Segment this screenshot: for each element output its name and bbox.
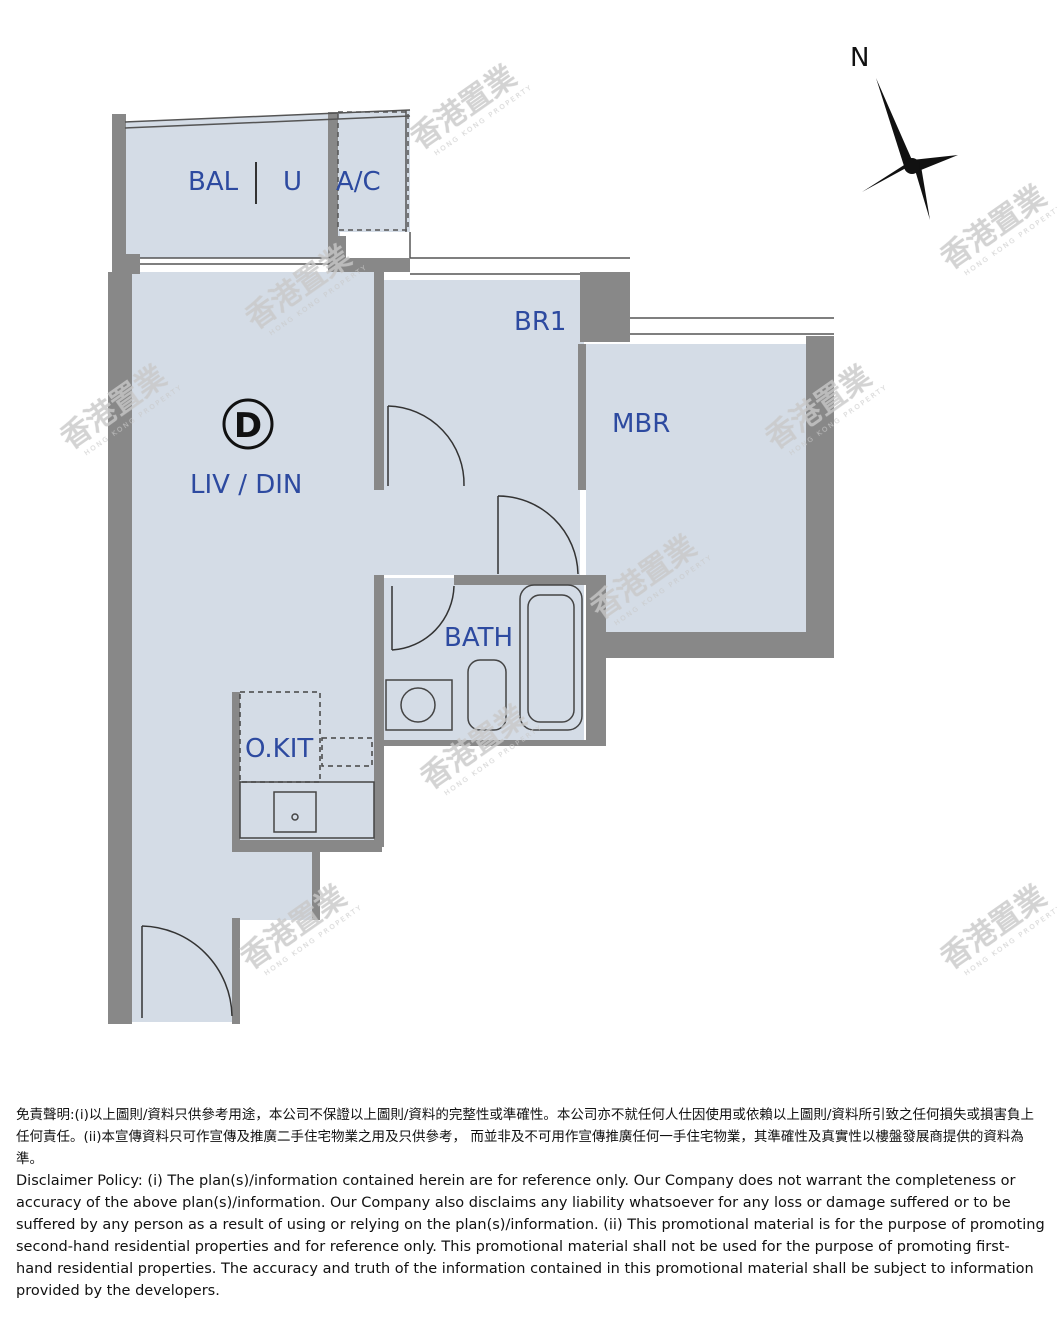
room-label-u: U <box>283 167 302 197</box>
window-lines <box>124 109 834 335</box>
disclaimer-chinese: 免責聲明:(i)以上圖則/資料只供參考用途，本公司不保證以上圖則/資料的完整性或… <box>16 1107 1034 1167</box>
mbr-area <box>586 344 808 632</box>
unit-letter: D <box>234 406 262 446</box>
stove <box>321 737 373 767</box>
ac-unit-outline <box>337 111 409 231</box>
fixtures <box>239 584 583 839</box>
room-label-okit: O.KIT <box>245 734 313 764</box>
hall-area <box>376 480 580 575</box>
room-label-ac: A/C <box>336 167 381 197</box>
washbasin <box>385 679 453 731</box>
room-label-liv-din: LIV / DIN <box>190 470 302 500</box>
north-label: N <box>850 43 869 73</box>
corridor-area <box>240 850 312 920</box>
room-label-bath: BATH <box>444 623 513 653</box>
room-label-br1: BR1 <box>514 307 566 337</box>
living-dining-area <box>132 272 376 740</box>
kitchen-area <box>240 692 374 842</box>
disclaimer: 免責聲明:(i)以上圖則/資料只供參考用途，本公司不保證以上圖則/資料的完整性或… <box>16 1104 1046 1302</box>
toilet <box>467 659 507 731</box>
north-arrow-icon: N <box>850 43 958 220</box>
bathtub <box>519 584 583 731</box>
balcony-area <box>125 110 410 258</box>
disclaimer-english: Disclaimer Policy: (i) The plan(s)/infor… <box>16 1173 1045 1299</box>
bath-area <box>384 578 584 740</box>
unit-letter-circle <box>222 398 274 450</box>
room-label-mbr: MBR <box>612 409 670 439</box>
room-label-bal: BAL <box>188 167 239 197</box>
room-fills <box>125 110 808 1022</box>
br1-area <box>384 280 584 485</box>
living-lower-area <box>132 692 240 1022</box>
kitchen-sink <box>273 791 317 833</box>
floor-plan: 香港置業 HONG KONG PROPERTY 香港置業 HONG KONG P… <box>55 43 1057 1024</box>
kitchen-cabinet <box>239 691 321 783</box>
doors <box>141 405 579 1018</box>
walls <box>108 112 834 1024</box>
